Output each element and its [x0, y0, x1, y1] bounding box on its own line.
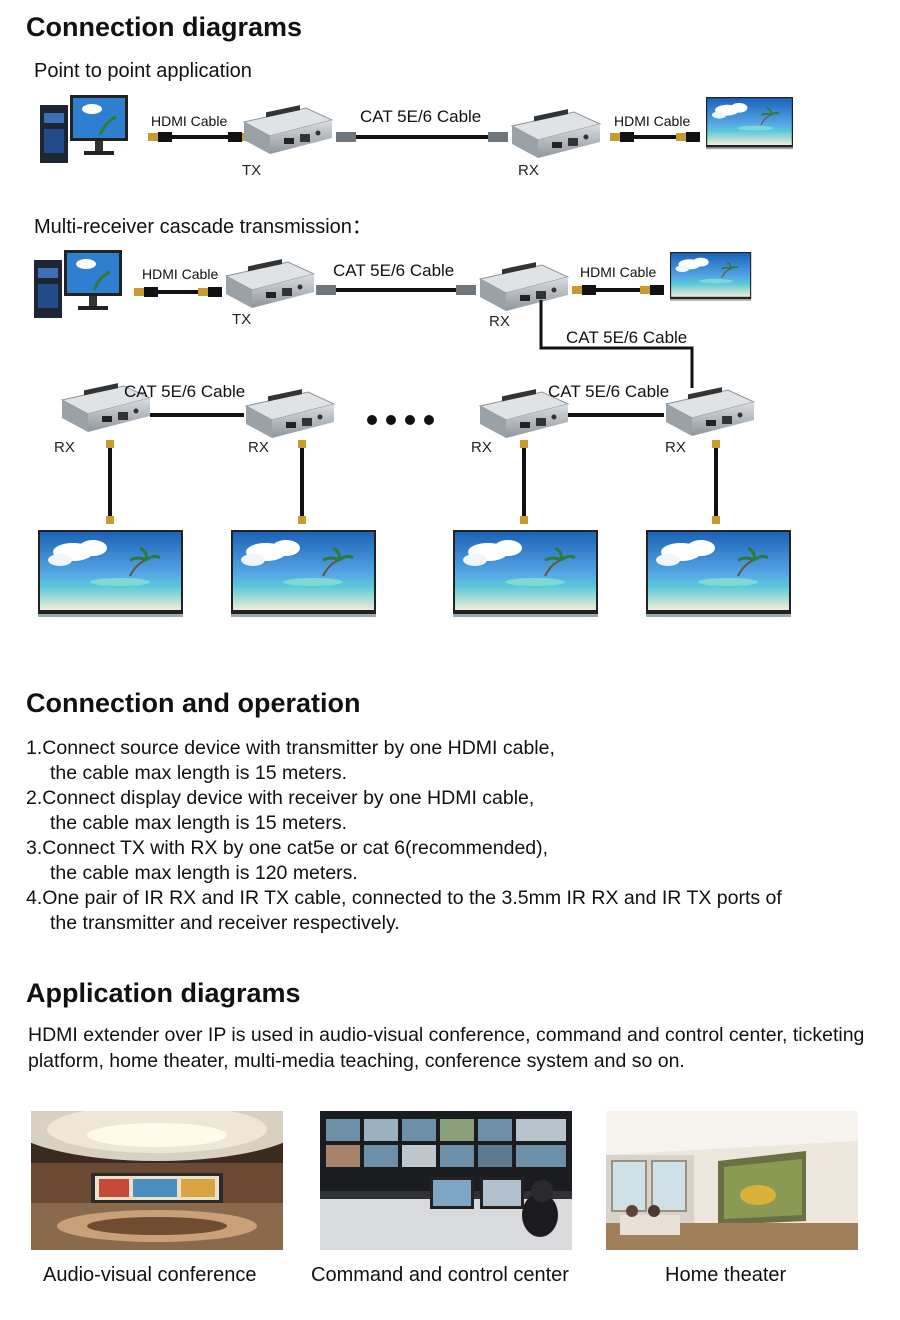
rx-label: RX — [248, 439, 269, 456]
cat-cable-label: CAT 5E/6 Cable — [360, 107, 482, 126]
rx-label: RX — [54, 439, 75, 456]
operation-steps: 1.Connect source device with transmitter… — [26, 736, 782, 936]
operation-step: 1.Connect source device with transmitter… — [26, 737, 555, 784]
rx-label: RX — [518, 162, 539, 179]
section-title-application: Application diagrams — [26, 978, 301, 1008]
hdmi-cable-label: HDMI Cable — [142, 266, 219, 282]
hdmi-cable-label: HDMI Cable — [580, 264, 657, 280]
connection-diagram-graphic — [32, 93, 794, 619]
cat-cable-label: CAT 5E/6 Cable — [124, 382, 246, 401]
operation-step: 2.Connect display device with receiver b… — [26, 787, 535, 834]
tx-label: TX — [232, 311, 252, 328]
rx-label: RX — [489, 313, 510, 330]
rx-label: RX — [471, 439, 492, 456]
p2p-title: Point to point application — [34, 60, 252, 82]
photo-caption: Audio-visual conference — [43, 1264, 257, 1286]
tx-label: TX — [242, 162, 262, 179]
hdmi-cable-label: HDMI Cable — [614, 113, 691, 129]
section-title-operation: Connection and operation — [26, 688, 361, 718]
operation-step: 4.One pair of IR RX and IR TX cable, con… — [26, 887, 782, 934]
operation-step: 3.Connect TX with RX by one cat5e or cat… — [26, 837, 549, 884]
home-theater-photo — [606, 1111, 858, 1250]
hdmi-cable-label: HDMI Cable — [151, 113, 228, 129]
cat-cable-label: CAT 5E/6 Cable — [566, 328, 688, 347]
cascade-title: Multi-receiver cascade transmission： — [34, 216, 372, 238]
conference-room-photo — [31, 1111, 283, 1250]
cat-cable-label: CAT 5E/6 Cable — [548, 382, 670, 401]
control-center-photo — [320, 1111, 572, 1250]
cat-cable-label: CAT 5E/6 Cable — [333, 261, 455, 280]
rx-label: RX — [665, 439, 686, 456]
photo-caption: Command and control center — [311, 1264, 569, 1286]
section-title-connection-diagrams: Connection diagrams — [26, 12, 303, 42]
photo-caption: Home theater — [665, 1264, 787, 1286]
application-intro: HDMI extender over IP is used in audio-v… — [28, 1024, 865, 1072]
